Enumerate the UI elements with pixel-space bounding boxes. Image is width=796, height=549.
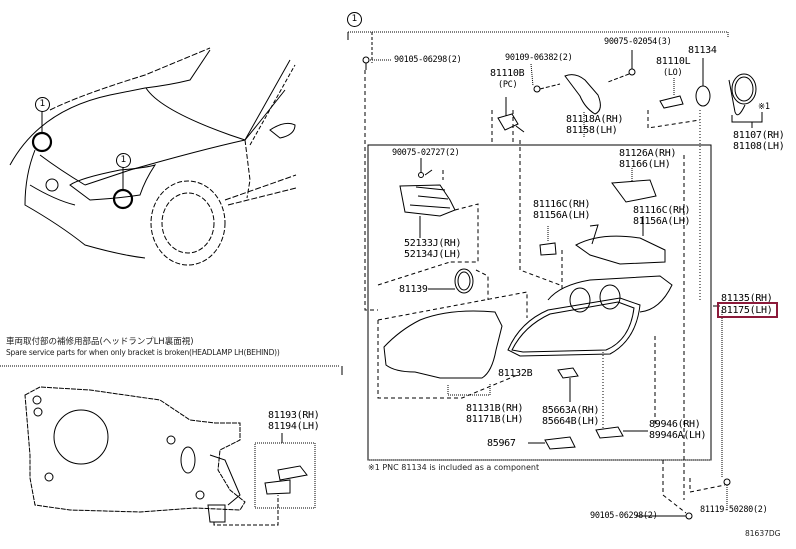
part-label-81110L[interactable]: 81110L — [656, 56, 691, 67]
part-label-81175[interactable]: 81175(LH) — [721, 305, 773, 316]
part-label-89946A[interactable]: 89946A(LH) — [649, 430, 707, 441]
part-label-81193[interactable]: 81193(RH) — [268, 410, 320, 421]
part-label-85664B[interactable]: 85664B(LH) — [542, 416, 600, 427]
repair-section-title-en: Spare service parts for when only bracke… — [6, 348, 280, 357]
screw-icons — [362, 50, 731, 520]
repair-section-title-jp: 車両取付部の補修用部品(ヘッドランプLH裏面視) — [6, 337, 194, 347]
part-label-81171B[interactable]: 81171B(LH) — [466, 414, 524, 425]
part-label-81116C-right[interactable]: 81116C(RH) — [633, 205, 691, 216]
part-label-81126A[interactable]: 81126A(RH) — [619, 148, 677, 159]
part-label-81110B-sub: (PC) — [498, 80, 518, 90]
part-label-81108[interactable]: 81108(LH) — [733, 141, 785, 152]
part-label-90109-06382[interactable]: 90109-06382(2) — [505, 53, 573, 63]
ref-marker-1-hood: 1 — [35, 97, 50, 112]
footnote-component: ※1 PNC 81134 is included as a component — [368, 463, 540, 472]
part-label-81156A-left[interactable]: 81156A(LH) — [533, 210, 591, 221]
part-label-81134[interactable]: 81134 — [688, 45, 717, 56]
part-label-90075-02054[interactable]: 90075-02054(3) — [604, 37, 672, 47]
ref-marker-1-panel: 1 — [347, 12, 362, 27]
part-label-81135[interactable]: 81135(RH) — [721, 293, 773, 304]
part-label-81131B[interactable]: 81131B(RH) — [466, 403, 524, 414]
part-label-81166[interactable]: 81166(LH) — [619, 159, 671, 170]
part-label-81158[interactable]: 81158(LH) — [566, 125, 618, 136]
part-label-81110L-sub: (LO) — [663, 68, 683, 78]
car-front-illustration — [9, 47, 297, 266]
part-label-81139[interactable]: 81139 — [399, 284, 428, 295]
part-label-90105-06298-bottom[interactable]: 90105-06298(2) — [590, 511, 658, 521]
part-label-81107[interactable]: 81107(RH) — [733, 130, 785, 141]
headlamp-rear-view-illustration — [24, 386, 279, 526]
part-label-81156A-right[interactable]: 81156A(LH) — [633, 216, 691, 227]
part-label-81119-50280[interactable]: 81119-50280(2) — [700, 505, 768, 515]
part-label-81110B[interactable]: 81110B — [490, 68, 525, 79]
part-label-81132B[interactable]: 81132B — [498, 368, 533, 379]
part-label-81194[interactable]: 81194(LH) — [268, 421, 320, 432]
part-label-85663A[interactable]: 85663A(RH) — [542, 405, 600, 416]
part-label-52134J[interactable]: 52134J(LH) — [404, 249, 462, 260]
drawing-code: 81637DG — [745, 529, 781, 538]
part-label-90105-06298-top[interactable]: 90105-06298(2) — [394, 55, 462, 65]
part-label-52133J[interactable]: 52133J(RH) — [404, 238, 462, 249]
part-label-81118A[interactable]: 81118A(RH) — [566, 114, 624, 125]
highlight-box-81175 — [717, 302, 778, 318]
note-mark-1: ※1 — [758, 102, 770, 112]
part-label-89946[interactable]: 89946(RH) — [649, 419, 701, 430]
part-label-81116C-left[interactable]: 81116C(RH) — [533, 199, 591, 210]
part-label-85967[interactable]: 85967 — [487, 438, 516, 449]
ref-marker-1-headlamp: 1 — [116, 153, 131, 168]
part-label-90075-02727[interactable]: 90075-02727(2) — [392, 148, 460, 158]
